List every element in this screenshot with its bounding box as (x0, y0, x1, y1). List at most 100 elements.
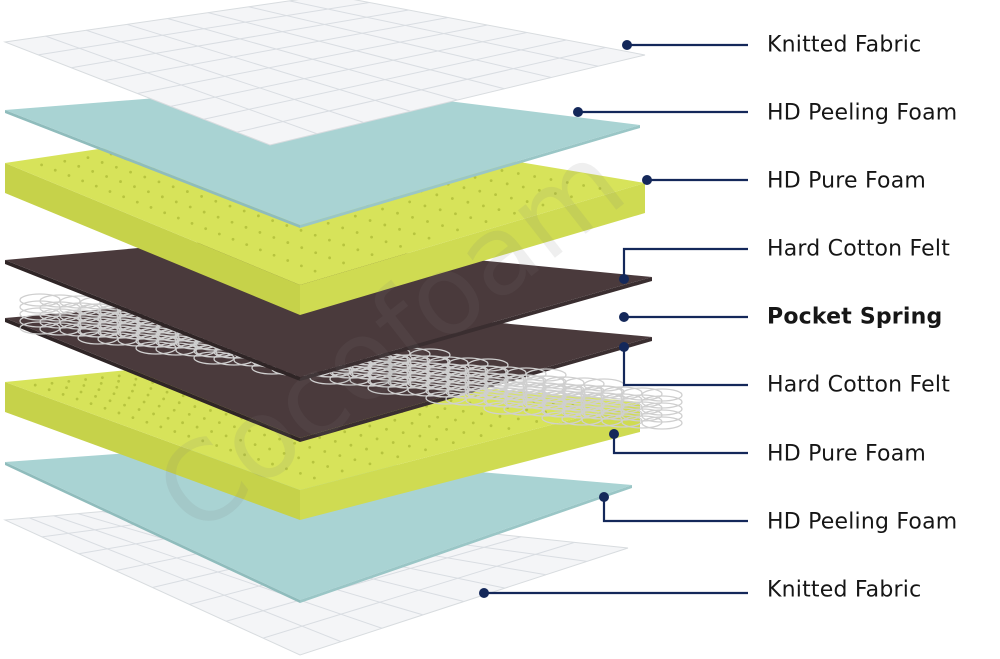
hd-pure-foam-bottom-perforation (84, 378, 88, 381)
knitted-fabric-top-quilt-line (248, 6, 552, 78)
hd-pure-foam-bottom-perforation (498, 414, 502, 418)
hd-pure-foam-top-perforation (521, 185, 525, 189)
hd-pure-foam-bottom-perforation (75, 397, 79, 401)
hd-pure-foam-top-perforation (462, 186, 466, 190)
pocket-spring-coil (19, 293, 61, 307)
hd-pure-foam-bottom-perforation (99, 381, 103, 385)
pocket-spring-coil (581, 385, 623, 399)
hd-pure-foam-bottom-perforation (507, 427, 511, 430)
pocket-spring-coil (641, 395, 683, 409)
hd-pure-foam-bottom-perforation (94, 394, 97, 398)
pocket-spring-coil (77, 303, 119, 317)
hd-pure-foam-bottom-perforation (61, 392, 65, 396)
pocket-spring-coil (483, 373, 525, 387)
hd-pure-foam-top-perforation (200, 195, 203, 198)
hd-pure-foam-bottom-perforation (165, 390, 169, 394)
hd-pure-foam-top-perforation (77, 164, 81, 168)
hd-pure-foam-top-perforation (355, 231, 359, 234)
hd-pure-foam-top-perforation (244, 225, 248, 229)
hd-pure-foam-top-perforation (408, 200, 412, 204)
hd-pure-foam-top-perforation (163, 211, 167, 215)
hd-pure-foam-top-perforation (258, 248, 262, 252)
pocket-spring-coil (561, 384, 603, 398)
hd-pure-foam-bottom-perforation (127, 396, 131, 400)
hd-pure-foam-top-perforation (188, 205, 192, 209)
hd-pure-foam-top-perforation (286, 259, 290, 262)
hd-pure-foam-bottom-perforation (233, 425, 236, 429)
hd-pure-foam-top-perforation (272, 253, 276, 257)
hd-pure-foam-top-perforation (370, 235, 373, 239)
hd-pure-foam-top-perforation (537, 188, 541, 192)
hd-pure-foam-bottom-perforation (181, 394, 185, 398)
hd-pure-foam-top-perforation (242, 209, 246, 213)
hd-pure-foam-bottom-perforation (516, 417, 520, 421)
hd-pure-foam-top-perforation (484, 220, 488, 223)
hd-pure-foam-top-perforation (300, 246, 304, 250)
hd-pure-foam-top-perforation (494, 193, 497, 197)
hd-pure-foam-top-perforation (105, 175, 108, 178)
hd-pure-foam-top-perforation (143, 175, 147, 179)
hd-pure-foam-bottom-perforation (471, 421, 475, 425)
hd-pure-foam-top-perforation (466, 200, 470, 204)
hd-pure-foam-top-perforation (271, 219, 275, 223)
hd-pure-foam-top-perforation (157, 180, 161, 184)
hd-pure-foam-top-perforation (541, 203, 545, 207)
label-pocket-spring: Pocket Spring (767, 304, 943, 330)
hd-pure-foam-bottom-perforation (134, 377, 138, 381)
hd-pure-foam-bottom-perforation (217, 421, 221, 425)
hd-pure-foam-top-perforation (216, 215, 220, 219)
hd-pure-foam-top-perforation (341, 226, 345, 230)
hd-pure-foam-top-perforation (149, 206, 153, 209)
hd-pure-foam-top-perforation (176, 216, 180, 220)
hd-pure-foam-top-perforation (482, 204, 485, 208)
pocket-spring-coil (541, 383, 583, 397)
hd-pure-foam-bottom-perforation (454, 418, 457, 422)
hd-pure-foam-bottom-perforation (338, 454, 342, 458)
hd-pure-foam-bottom-perforation (451, 441, 455, 445)
hd-pure-foam-bottom-perforation (418, 434, 422, 438)
label-hard-cotton-felt-top: Hard Cotton Felt (767, 236, 951, 262)
hd-pure-foam-top-perforation (399, 244, 402, 248)
hd-pure-foam-top-perforation (326, 221, 330, 225)
knitted-fabric-top-quilt-line (208, 12, 505, 90)
hd-pure-foam-bottom-perforation (89, 402, 93, 406)
hd-pure-foam-top-perforation (81, 179, 85, 183)
hd-pure-foam-top-perforation (258, 231, 262, 234)
hd-pure-foam-bottom-perforation (368, 462, 372, 466)
hd-pure-foam-top-perforation (185, 190, 189, 193)
hd-pure-foam-bottom-perforation (224, 434, 228, 438)
hd-pure-foam-top-perforation (398, 227, 401, 231)
hd-pure-foam-top-perforation (135, 200, 139, 204)
hd-pure-foam-bottom-perforation (393, 418, 397, 422)
hd-pure-foam-top-perforation (454, 212, 457, 216)
hd-pure-foam-bottom-perforation (443, 407, 447, 411)
hd-pure-foam-top-perforation (114, 165, 118, 169)
hd-pure-foam-top-perforation (300, 264, 303, 268)
hd-pure-foam-bottom-perforation (282, 452, 286, 455)
hd-pure-foam-top-perforation (119, 180, 122, 183)
hd-pure-foam-top-perforation (171, 185, 175, 189)
hard-cotton-felt-bottom-layer-side-left (5, 318, 300, 442)
knitted-fabric-top-layer (3, 0, 646, 146)
hd-pure-foam-top-perforation (570, 195, 573, 199)
hd-pure-foam-top-perforation (500, 169, 504, 172)
hd-pure-foam-top-perforation (384, 240, 388, 244)
label-hd-pure-foam-top: HD Pure Foam (767, 168, 927, 194)
hd-pure-foam-bottom-perforation (97, 388, 101, 392)
pocket-spring-coil (425, 363, 467, 377)
hd-pure-foam-bottom-perforation (407, 444, 411, 448)
hd-pure-foam-top-perforation (582, 184, 585, 187)
hd-pure-foam-bottom-perforation (210, 430, 213, 433)
hd-pure-foam-bottom-perforation (115, 385, 119, 389)
hd-pure-foam-top-perforation (133, 185, 136, 189)
hd-pure-foam-bottom-perforation (215, 444, 219, 447)
hd-pure-foam-bottom-perforation (201, 439, 205, 443)
hd-pure-foam-bottom-perforation (131, 389, 134, 393)
hd-pure-foam-top-perforation (342, 261, 345, 265)
hd-pure-foam-top-perforation (86, 156, 90, 160)
hd-pure-foam-bottom-perforation (131, 416, 135, 419)
hd-pure-foam-top-perforation (435, 193, 439, 197)
hd-pure-foam-top-perforation (368, 219, 372, 222)
label-hd-peeling-foam-top: HD Peeling Foam (767, 100, 958, 126)
connector-line-7 (612, 434, 748, 455)
